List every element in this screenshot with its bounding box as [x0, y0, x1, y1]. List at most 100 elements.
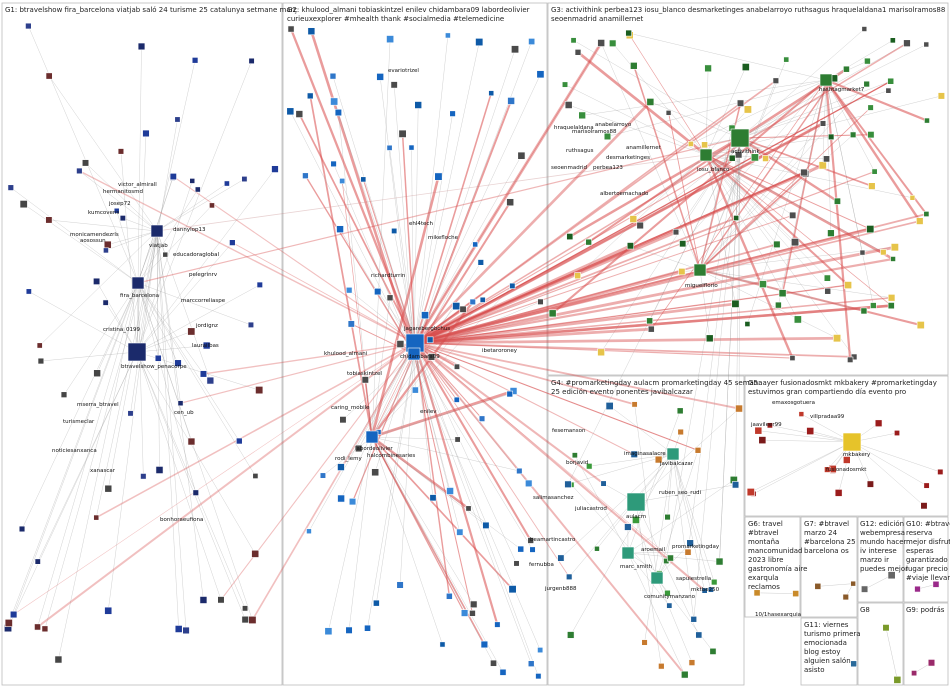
- node-avatar: [567, 233, 573, 239]
- node-avatar: [340, 178, 345, 183]
- node-avatar: [745, 321, 750, 326]
- node-avatar: [824, 275, 830, 281]
- node-avatar: [331, 161, 337, 167]
- node-avatar: [229, 240, 235, 246]
- node-avatar: [928, 659, 935, 666]
- node-avatar: [598, 349, 605, 356]
- node-avatar: [851, 661, 857, 667]
- node-label: chidambara09: [400, 354, 440, 360]
- node-label: dannylop13: [173, 227, 206, 233]
- node-avatar: [819, 162, 826, 169]
- node-avatar: [677, 408, 683, 414]
- node-label: javibalcazar: [659, 461, 694, 467]
- node-avatar: [868, 183, 875, 190]
- node-avatar: [630, 62, 637, 69]
- node-avatar: [565, 101, 572, 108]
- node-label: cen_ub: [174, 410, 194, 416]
- node-avatar: [455, 437, 460, 442]
- node-avatar: [820, 121, 826, 127]
- node-avatar: [691, 616, 697, 622]
- node-label: iosu_blanco: [697, 167, 730, 173]
- node-avatar: [867, 481, 874, 488]
- node-label: educadoraglobal: [173, 252, 219, 258]
- node-avatar: [665, 514, 671, 520]
- node-avatar: [253, 473, 258, 478]
- node-avatar: [825, 288, 831, 294]
- panel-title-G6-line: #btravel: [748, 529, 779, 537]
- panel-title-G7-line: #barcelona 25: [804, 538, 856, 546]
- node-avatar: [461, 610, 468, 617]
- panel-title-G6-line: gastronomía aire: [748, 565, 807, 573]
- node-label: tobiaskintzel: [347, 371, 382, 377]
- node-avatar: [193, 490, 199, 496]
- node-avatar: [470, 601, 477, 608]
- node-avatar: [391, 82, 398, 89]
- panel-title-G2: G2: khulood_almani tobiaskintzel enilev …: [287, 6, 530, 14]
- node-avatar: [25, 23, 31, 29]
- node-avatar: [807, 427, 814, 434]
- node-avatar: [26, 289, 31, 294]
- node-avatar: [732, 482, 739, 489]
- node-avatar: [924, 211, 929, 216]
- node-avatar: [156, 466, 163, 473]
- node-avatar: [103, 248, 108, 253]
- node-avatar: [447, 487, 454, 494]
- node-label: mkbakery: [843, 452, 871, 458]
- node-avatar: [76, 168, 82, 174]
- node-avatar: [536, 673, 542, 679]
- node-avatar: [881, 249, 887, 255]
- node-avatar: [868, 131, 875, 138]
- node-avatar: [891, 243, 898, 250]
- node-avatar: [872, 169, 877, 174]
- node-avatar: [924, 42, 929, 47]
- node-avatar: [850, 132, 856, 138]
- node-avatar: [667, 448, 679, 460]
- node-avatar: [933, 581, 939, 587]
- panel-title-G5: G5: ayer fusionadosmkt mkbakery #promark…: [748, 379, 937, 387]
- node-label: rodi_lemy: [335, 456, 363, 462]
- node-avatar: [325, 628, 332, 635]
- panel-title-G7: G7: #btravel: [804, 520, 849, 528]
- node-label: xanascar: [90, 468, 116, 474]
- node-avatar: [735, 405, 742, 412]
- node-avatar: [495, 622, 501, 628]
- node-avatar: [737, 100, 744, 107]
- node-avatar: [509, 585, 516, 592]
- node-avatar: [200, 371, 207, 378]
- node-avatar: [823, 156, 829, 162]
- node-avatar: [888, 78, 894, 84]
- node-label: villpradaa99: [810, 414, 845, 420]
- node-avatar: [916, 218, 923, 225]
- node-avatar: [61, 392, 67, 398]
- node-label: beamartincastro: [530, 537, 576, 543]
- panel-title-G12-line: mundo hacer: [860, 538, 907, 546]
- node-avatar: [938, 93, 945, 100]
- panel-title-G6-line: mancomunidad: [748, 547, 803, 555]
- node-avatar: [366, 431, 378, 443]
- node-avatar: [891, 256, 896, 261]
- panel-title-G11-line: turismo primera: [804, 630, 861, 638]
- node-label: khulood_almani: [324, 351, 368, 357]
- node-avatar: [46, 73, 52, 79]
- node-avatar: [642, 640, 648, 646]
- node-label: salimasanchez: [533, 495, 574, 501]
- node-label: laurailbas: [192, 343, 219, 349]
- node-label: cristina_0199: [103, 327, 140, 333]
- node-label: marccorreliaspe: [181, 298, 226, 304]
- node-avatar: [606, 402, 613, 409]
- node-avatar: [827, 230, 834, 237]
- node-avatar: [861, 308, 867, 314]
- node-avatar: [921, 502, 928, 509]
- node-avatar: [673, 229, 679, 235]
- node-label: caring_mobile: [331, 405, 370, 411]
- node-avatar: [483, 522, 490, 529]
- node-avatar: [790, 355, 795, 360]
- node-avatar: [847, 357, 853, 363]
- node-avatar: [518, 546, 524, 552]
- node-avatar: [530, 547, 536, 553]
- node-label: sapuiestrella: [676, 576, 711, 582]
- node-label: victor_almirall: [118, 182, 157, 188]
- node-avatar: [759, 437, 766, 444]
- node-label: ibetaroroney: [482, 348, 518, 354]
- node-avatar: [667, 555, 673, 561]
